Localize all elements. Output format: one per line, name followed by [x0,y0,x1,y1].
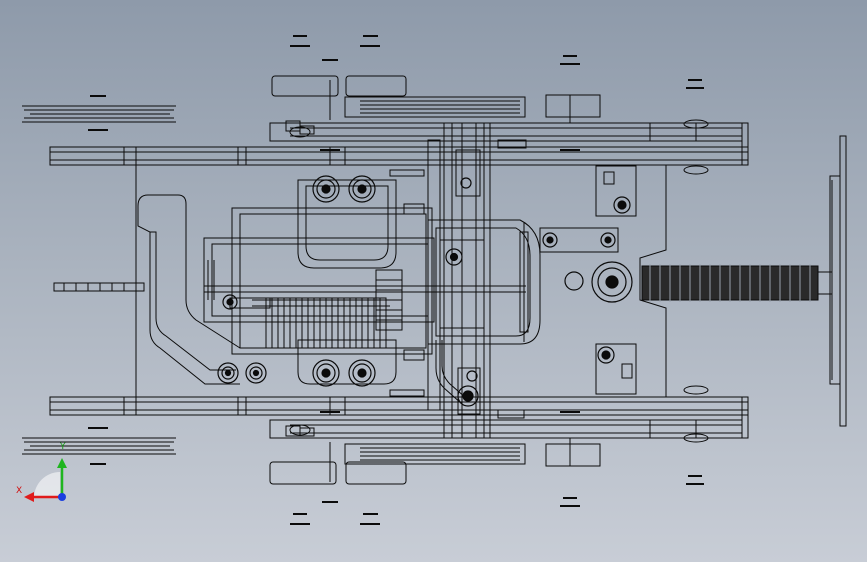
frame-end-caps [741,122,749,439]
gear-housing [203,179,435,385]
upper-detail-parts [285,120,425,437]
bottom-frame-rail [49,396,749,416]
y-axis-label: Y [60,442,66,452]
gear-train [229,269,403,349]
chassis-plate [135,165,667,397]
centerline-marks-bottom [290,411,704,525]
coordinate-triad: X Y [12,440,82,510]
triad-arrows [24,458,67,502]
drive-sprockets-bottom [312,359,376,387]
left-wheel-top [22,95,176,131]
left-wheel-bottom [22,427,176,465]
mounting-bolts [217,177,631,407]
compression-spring [641,264,833,302]
right-mount-blocks [539,165,637,395]
main-shaft [204,260,526,300]
drive-sprockets-top [312,175,376,203]
end-flange-plate [829,135,847,427]
left-hub-shaft [53,282,145,292]
centerline-marks-top [290,35,704,151]
tension-lever [435,340,467,405]
cam-wheel [564,261,633,303]
lower-rail-assembly [269,419,743,467]
motor-bracket [427,219,541,345]
top-frame-rail [49,146,749,166]
x-axis-label: X [16,486,23,496]
